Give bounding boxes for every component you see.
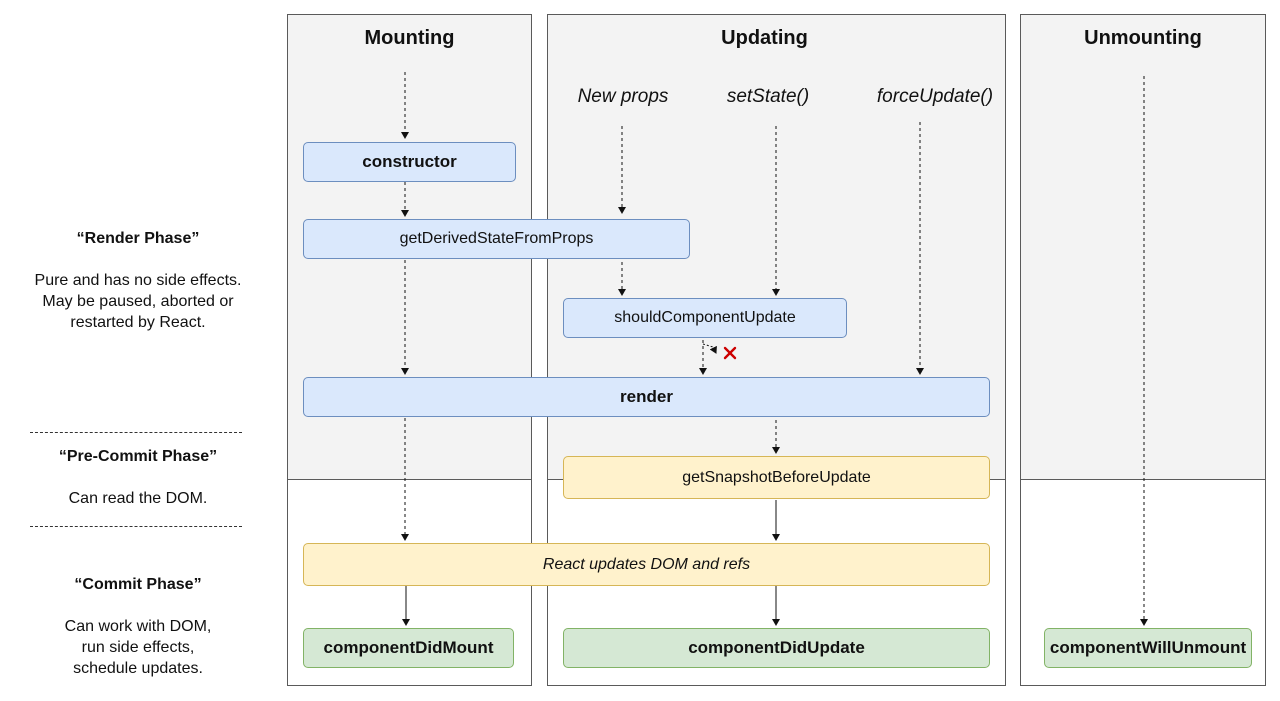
pre-commit-phase-line: Can read the DOM. xyxy=(68,490,208,507)
commit-phase-line: Can work with DOM, xyxy=(64,618,212,635)
pre-commit-phase-description: Can read the DOM. xyxy=(8,488,268,509)
trigger-set-state: setState() xyxy=(726,86,810,107)
render-phase-line: Pure and has no side effects. xyxy=(34,272,242,289)
render-phase-line: restarted by React. xyxy=(70,314,206,331)
commit-phase-description: Can work with DOM, run side effects, sch… xyxy=(8,616,268,679)
column-title-updating: Updating xyxy=(721,27,808,49)
unmounting-render-area xyxy=(1020,14,1266,480)
arrow-scu-cancel xyxy=(702,343,717,354)
trigger-force-update: forceUpdate() xyxy=(876,86,994,107)
method-constructor: constructor xyxy=(303,142,516,182)
commit-phase-line: schedule updates. xyxy=(73,660,203,677)
render-phase-line: May be paused, aborted or xyxy=(42,293,234,310)
trigger-new-props: New props xyxy=(577,86,669,107)
close-icon xyxy=(723,346,737,360)
render-phase-description: Pure and has no side effects. May be pau… xyxy=(8,270,268,333)
column-title-mounting: Mounting xyxy=(364,27,455,49)
pre-commit-phase-title: “Pre-Commit Phase” xyxy=(58,448,218,465)
render-phase-title: “Render Phase” xyxy=(76,230,200,247)
step-react-updates-dom-and-refs: React updates DOM and refs xyxy=(303,543,990,586)
method-component-did-mount: componentDidMount xyxy=(303,628,514,668)
method-render: render xyxy=(303,377,990,417)
method-component-will-unmount: componentWillUnmount xyxy=(1044,628,1252,668)
method-get-derived-state-from-props: getDerivedStateFromProps xyxy=(303,219,690,259)
method-should-component-update: shouldComponentUpdate xyxy=(563,298,847,338)
commit-phase-line: run side effects, xyxy=(81,639,195,656)
method-component-did-update: componentDidUpdate xyxy=(563,628,990,668)
column-title-unmounting: Unmounting xyxy=(1084,27,1202,49)
phase-divider xyxy=(30,526,242,527)
commit-phase-title: “Commit Phase” xyxy=(74,576,202,593)
method-get-snapshot-before-update: getSnapshotBeforeUpdate xyxy=(563,456,990,499)
phase-divider xyxy=(30,432,242,433)
